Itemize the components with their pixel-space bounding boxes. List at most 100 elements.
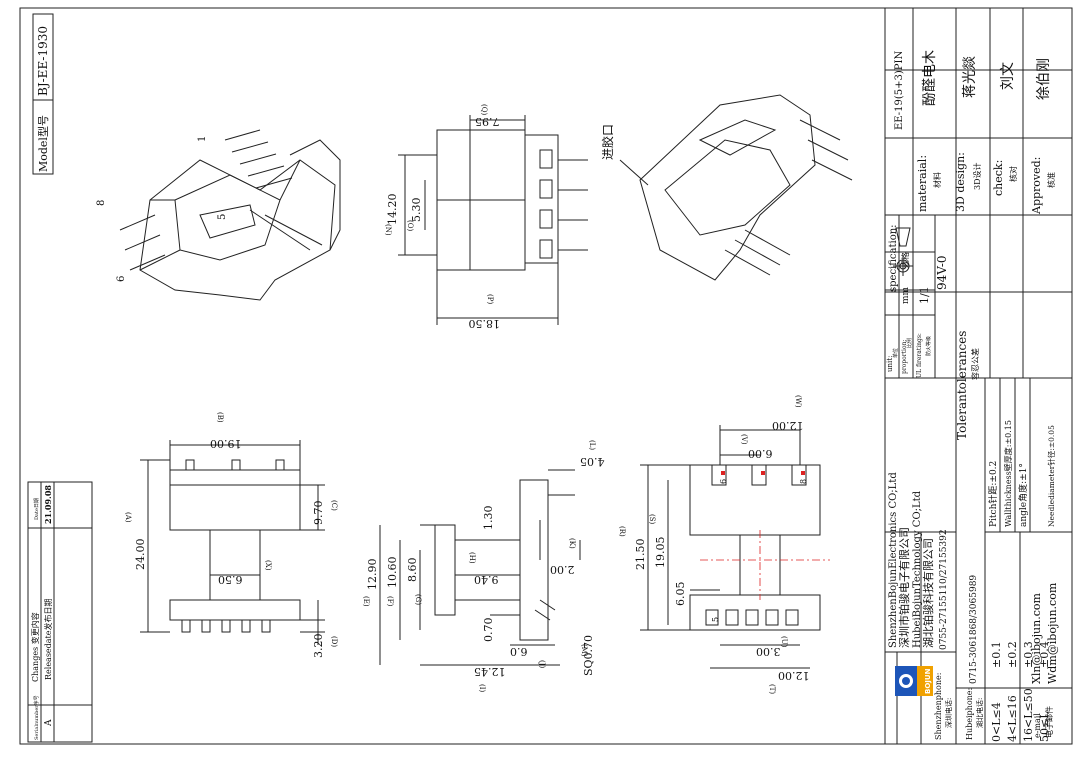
dim-U: 6.05: [674, 582, 687, 607]
pin-label-6b: 6: [719, 479, 728, 484]
tol-note-3: angle角度:±1°: [1017, 463, 1029, 527]
dim-A: 24.00: [134, 539, 147, 571]
pin-marker-1: [721, 471, 725, 475]
dim-H-top: 1.30: [482, 506, 495, 531]
label-C: (C): [330, 500, 338, 511]
dim-R: 21.50: [634, 539, 647, 571]
logo-text: BOJUN: [924, 668, 932, 694]
label-B: (B): [216, 412, 224, 423]
contact-hb-sub: 湖北电话:: [975, 698, 984, 728]
label-J: (J): [538, 660, 546, 669]
dim-W: 12.00: [772, 419, 804, 432]
tol-value-3: ±0.3: [1022, 641, 1035, 668]
pin-label-6: 6: [116, 276, 127, 282]
tol-note-2: Wallthickness壁厚度:±0.15: [1003, 420, 1013, 527]
changes-serial-header: Serialnumber序号: [33, 695, 40, 740]
material-label: materaial:: [916, 155, 929, 212]
dim-J: 6.0: [510, 645, 528, 658]
dim-M: SQ0.70: [582, 635, 595, 676]
material-value: 酚醛电木: [922, 50, 938, 106]
pin-label-8b: 8: [799, 479, 808, 484]
design-value: 蒋光燚: [962, 56, 978, 98]
changes-row-desc: Releasedate发布日期: [43, 599, 53, 681]
side-view: [379, 469, 581, 666]
model-box: Model型号 BJ-EE-1930: [32, 13, 54, 175]
label-Q: (Q): [480, 104, 488, 115]
contact-hb-label: Hubeiphone:: [965, 688, 974, 740]
tol-table: [984, 378, 1072, 533]
flame-sub: 防火等级: [925, 336, 932, 356]
dim-G: 8.60: [406, 558, 419, 583]
contact-sz-value: 0755-27155110/27155392: [939, 529, 949, 650]
dim-U2: 3.00: [756, 645, 781, 658]
dim-I-w: 0.70: [482, 618, 495, 643]
pin-marker-3: [801, 471, 805, 475]
iso-view-pins: [119, 129, 341, 301]
check-value: 刘文: [1000, 62, 1016, 90]
design-label: 3D design:: [954, 152, 967, 212]
company-line-1: ShenzhenBojunElectronics CO;Ltd: [888, 472, 899, 648]
tol-note-1: Pitch针距:±0.2: [987, 461, 999, 527]
tol-title: Tolerantolerances: [955, 331, 969, 440]
dim-S: 19.05: [654, 537, 667, 569]
contact-grid: [956, 532, 1072, 744]
dim-L: 4.05: [580, 455, 605, 468]
pin-label-5: 5: [217, 214, 228, 220]
unit-value: mm: [901, 286, 911, 304]
contact-mail-label: e-mail: [1033, 713, 1042, 738]
tol-range-2: 4<L≤16: [1006, 695, 1019, 742]
pin-label-5b: 5: [711, 617, 720, 622]
dim-H: 9.40: [474, 573, 499, 586]
spec-label: specification:: [888, 224, 899, 292]
label-R: (R): [618, 526, 626, 537]
tol-range-3: 16<L≤50: [1022, 688, 1035, 742]
dim-B: 19.00: [210, 437, 242, 450]
contact-sz-label: Shenzhenphone:: [934, 673, 943, 740]
centerlines: [700, 530, 830, 600]
iso-view-gate: [619, 94, 853, 281]
label-F: (F): [386, 596, 394, 607]
flame-value: 94V-0: [935, 255, 949, 290]
bojun-logo: [895, 666, 933, 696]
tol-value-2: ±0.2: [1006, 641, 1019, 668]
label-E: (E): [362, 596, 370, 607]
model-label: Model型号: [36, 115, 50, 172]
projection-symbol-icon: [893, 227, 913, 276]
approved-label: Approved:: [1030, 157, 1043, 215]
contact-mail-value-2: Wdm@ibojun.com: [1046, 582, 1059, 684]
changes-row-serial: A: [44, 719, 54, 727]
unit-label: unit:: [886, 356, 894, 372]
material-sub: 材料: [932, 172, 942, 188]
proportion-value: 1/1: [918, 286, 931, 304]
dim-E: 12.90: [366, 559, 379, 591]
label-W: (W): [794, 395, 802, 408]
changes-header: Changes 变更内容: [30, 612, 40, 682]
dim-T: 12.00: [778, 669, 810, 682]
proportion-sub: 比例: [906, 338, 913, 348]
dim-X: 6.50: [218, 573, 243, 586]
bottom-view: [640, 425, 821, 669]
contact-mail-value-1: Xln@ibojun.com: [1030, 593, 1043, 684]
dim-C: 9.70: [312, 501, 325, 526]
dim-P: 18.50: [469, 317, 501, 330]
dim-V: 6.00: [748, 447, 773, 460]
company-line-3: HubeiBojunTechnology CO;Ltd: [912, 490, 923, 648]
label-D: (D): [330, 636, 338, 647]
company-line-2: 深圳市铂骏电子有限公司: [897, 527, 911, 648]
label-U: (U): [780, 636, 788, 648]
proportion-label: proportion:: [901, 340, 908, 374]
tol-range-4: 50≤L: [1038, 711, 1051, 742]
label-X: (X): [264, 560, 272, 571]
check-sub: 核对: [1008, 166, 1018, 182]
label-S: (S): [648, 514, 656, 525]
tol-value-4: ±0.4: [1038, 641, 1051, 668]
contact-sz-sub: 深圳电话:: [944, 698, 953, 728]
contact-hb-value: 0715-3061868/3065989: [969, 575, 979, 684]
label-O: (O): [406, 220, 414, 231]
changes-date-header: Date日期: [34, 498, 40, 520]
changes-row-date: 21.09.08: [43, 485, 53, 524]
top-view: [398, 115, 588, 325]
label-G: (G): [414, 594, 422, 605]
dim-Q: 7.95: [475, 115, 500, 128]
approved-sub: 核准: [1046, 172, 1056, 188]
